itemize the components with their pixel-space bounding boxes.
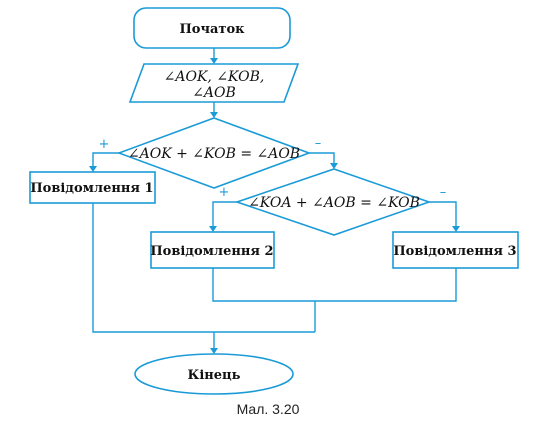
message1-label: Повідомлення 1 (30, 181, 153, 196)
decision1-condition: ∠AOK + ∠KOB = ∠AOB (128, 146, 300, 162)
input-parallelogram (128, 63, 300, 103)
decision2-condition: ∠KOA + ∠AOB = ∠KOB (248, 195, 420, 211)
connectors (89, 48, 460, 354)
decision2-no-sign: – (440, 185, 447, 200)
message3-label: Повідомлення 3 (393, 244, 516, 259)
decision1-diamond (116, 117, 312, 189)
end-terminal (134, 353, 294, 395)
arrow-input-decision1 (210, 112, 218, 118)
arrow-decision2-yes (209, 226, 217, 232)
arrow-decision2-no (452, 226, 460, 232)
decision1-yes-sign: + (99, 137, 110, 152)
connector-decision2-yes (212, 201, 237, 226)
message2-label: Повідомлення 2 (150, 244, 273, 259)
input-text-line2: ∠AOB (192, 85, 236, 101)
start-terminal (133, 7, 291, 49)
decision2-yes-sign: + (219, 185, 230, 200)
connector-decision1-yes (92, 152, 119, 166)
decision2-diamond (234, 168, 432, 236)
connector-decision2-no (429, 201, 457, 226)
arrow-start-input (210, 58, 218, 64)
end-label: Кінець (188, 368, 241, 383)
input-text-line1: ∠AOK, ∠KOB, (164, 69, 265, 85)
message3-box (392, 231, 519, 269)
message1-box (29, 171, 156, 204)
arrow-to-end (210, 348, 218, 354)
arrow-decision1-yes (89, 166, 97, 172)
connector-message1-merge (92, 203, 315, 333)
message2-box (150, 231, 275, 269)
start-label: Початок (180, 22, 246, 37)
arrow-decision1-no (330, 163, 338, 169)
decision1-no-sign: – (315, 136, 322, 151)
figure-caption: Мал. 3.20 (237, 401, 300, 417)
connector-merge-2-3 (212, 268, 457, 302)
connector-decision1-no (309, 152, 335, 163)
